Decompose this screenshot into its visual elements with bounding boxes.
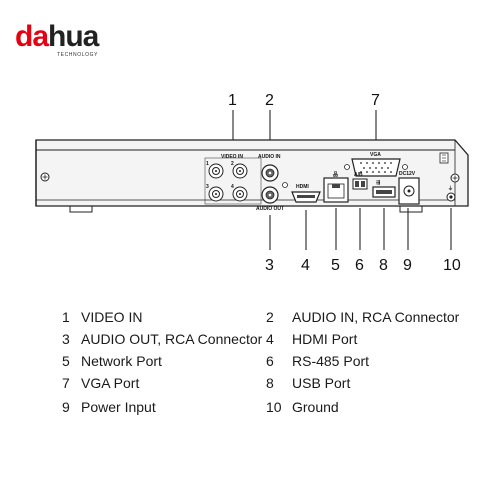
callout-number-2: 2 [265,92,274,109]
bnc-connector-icon [208,163,224,179]
svg-text:⏚: ⏚ [448,185,453,192]
callout-number-9: 9 [403,257,412,274]
logo-tagline: TECHNOLOGY [57,52,99,58]
logo-wordmark: dahua [15,20,99,53]
rca-connector-icon [261,164,279,182]
callout-number-5: 5 [331,257,340,274]
screw-icon [344,164,350,170]
legend-number: 4 [266,331,274,347]
indicator-icon [282,182,288,188]
channel-label: 2 [231,161,234,167]
vga-label: VGA [370,152,381,158]
callout-number-6: 6 [355,257,364,274]
legend-text: VIDEO IN [81,309,143,325]
legend-text: USB Port [292,375,351,391]
ab-label: A/B [354,172,363,178]
hdmi-port: HDMI [291,184,321,203]
legend-number: 1 [62,309,70,325]
legend-number: 5 [62,353,70,369]
bnc-connector-icon [232,186,248,202]
legend-number: 7 [62,375,70,391]
usb-icon: ⇶ [376,179,381,186]
legend-number: 3 [62,331,70,347]
callout-number-3: 3 [265,257,274,274]
channel-label: 1 [206,161,209,167]
callout-number-8: 8 [379,257,388,274]
network-port: 品 [323,171,349,203]
logo-letter-prefix: d [15,20,33,53]
ground-terminal: ⏚ [446,185,456,202]
dahua-logo: dahua TECHNOLOGY [15,22,135,60]
legend-text: Network Port [81,353,162,369]
callout-number-10: 10 [443,257,461,274]
legend-text: VGA Port [81,375,140,391]
legend-number: 6 [266,353,274,369]
vga-port: VGA [344,152,408,177]
power-input: DC12V [398,171,420,205]
rear-panel-diagram: VIDEO IN 1 2 3 4 AUDIO IN AUDIO OUT VGA [35,92,469,274]
legend-text: AUDIO IN, RCA Connector [292,309,460,325]
legend-number: 2 [266,309,274,325]
audio-connectors: AUDIO IN AUDIO OUT [256,154,288,212]
legend-number: 8 [266,375,274,391]
network-icon: 品 [333,171,338,178]
legend-number: 10 [266,399,282,415]
legend-text: RS-485 Port [292,353,370,369]
callout-number-4: 4 [301,257,310,274]
legend-text: Power Input [81,399,156,415]
dc-label: DC12V [399,171,416,177]
video-in-label: VIDEO IN [221,154,243,160]
audio-in-label: AUDIO IN [258,154,281,160]
callout-number-7: 7 [371,92,380,109]
legend-number: 9 [62,399,70,415]
legend-text: AUDIO OUT, RCA Connector [81,331,263,347]
screw-icon [402,164,408,170]
video-in-connectors: VIDEO IN 1 2 3 4 [204,154,262,205]
bnc-connector-icon [208,186,224,202]
legend-text: Ground [292,399,339,415]
usb-port: ⇶ [372,179,396,198]
audio-out-label: AUDIO OUT [256,206,284,212]
channel-label: 4 [231,184,234,190]
logo-letters-rest: hua [48,20,99,53]
rs485-port: A/B [352,172,368,190]
channel-label: 3 [206,184,209,190]
callout-number-1: 1 [228,92,237,109]
port-legend: 1 VIDEO IN 2 AUDIO IN, RCA Connector 3 A… [0,300,500,430]
hdmi-label: HDMI [296,184,309,190]
logo-letter-a: a [32,20,49,53]
rca-connector-icon [261,186,279,204]
bnc-connector-icon [232,163,248,179]
legend-text: HDMI Port [292,331,358,347]
